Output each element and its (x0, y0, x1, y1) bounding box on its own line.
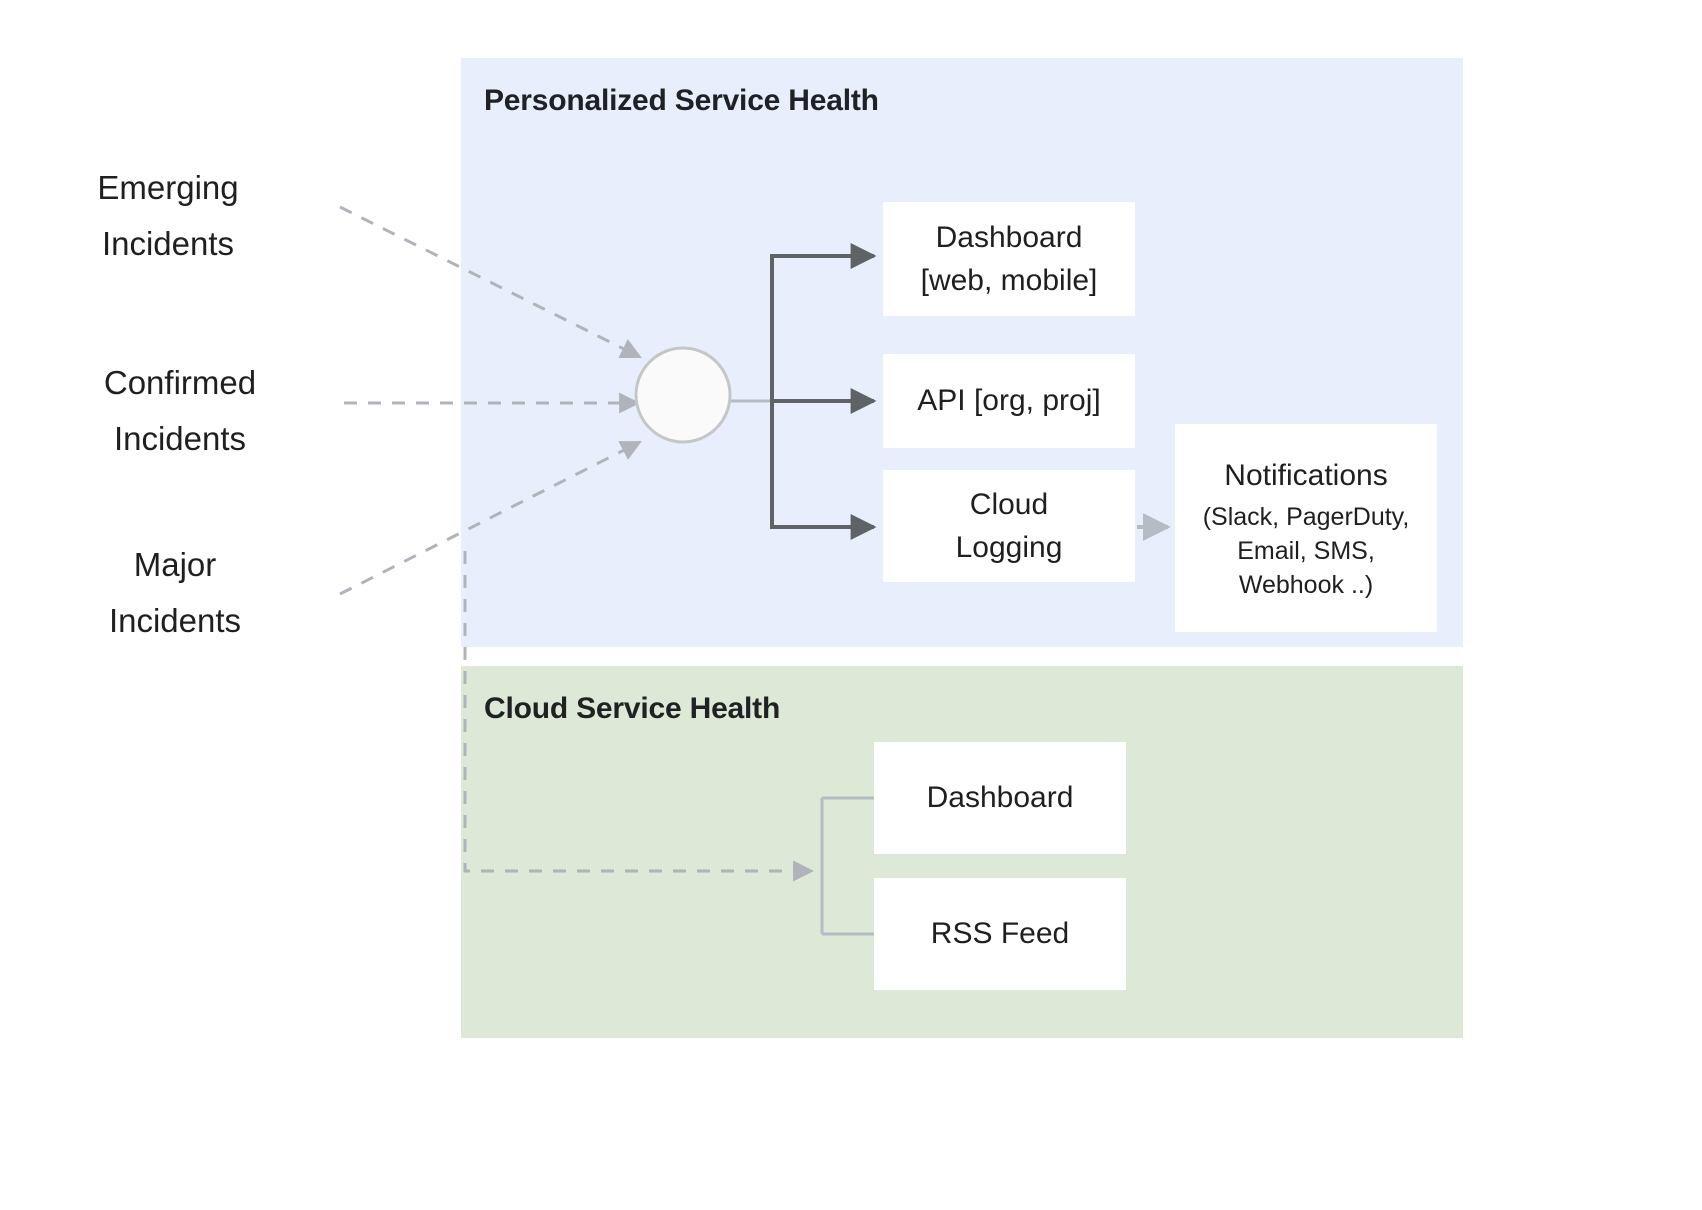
node-csh-dashboard: Dashboard (874, 742, 1126, 854)
node-api-line1: API [org, proj] (917, 384, 1101, 418)
node-cloud-logging-line1: Cloud (969, 487, 1049, 521)
source-emerging-line1: Emerging (97, 169, 239, 206)
source-emerging-line2: Incidents (101, 225, 235, 263)
node-csh-dashboard-line1: Dashboard (926, 781, 1074, 815)
node-cloud-logging-line2: Logging (955, 531, 1063, 564)
node-api: API [org, proj] (883, 354, 1135, 448)
node-notifications: Notifications (Slack, PagerDuty, Email, … (1175, 424, 1437, 632)
panel-cloud-title: Cloud Service Health (484, 692, 781, 725)
source-label-confirmed: Confirmed Incidents (30, 355, 330, 467)
node-notifications-sub-line3: Webhook ..) (1238, 570, 1374, 599)
node-dashboard-web-mobile: Dashboard [web, mobile] (883, 202, 1135, 316)
node-notifications-sub-line2: Email, SMS, (1237, 536, 1375, 565)
node-dashboard-web-line1: Dashboard (935, 220, 1083, 254)
source-confirmed-line1: Confirmed (103, 364, 257, 401)
node-dashboard-web-line2: [web, mobile] (920, 264, 1098, 297)
source-label-emerging: Emerging Incidents (18, 160, 318, 272)
node-notifications-sub: (Slack, PagerDuty, Email, SMS, Webhook .… (1203, 501, 1410, 602)
panel-personalized-title: Personalized Service Health (484, 84, 879, 117)
node-notifications-title: Notifications (1224, 458, 1388, 492)
node-csh-rss-line1: RSS Feed (930, 917, 1070, 951)
node-notifications-sub-line1: (Slack, PagerDuty, (1202, 503, 1410, 532)
source-major-line2: Incidents (108, 602, 242, 640)
source-major-line1: Major (133, 546, 217, 583)
node-cloud-logging: Cloud Logging (883, 470, 1135, 582)
source-label-major: Major Incidents (25, 537, 325, 649)
node-csh-rss-feed: RSS Feed (874, 878, 1126, 990)
source-confirmed-line2: Incidents (113, 420, 247, 458)
